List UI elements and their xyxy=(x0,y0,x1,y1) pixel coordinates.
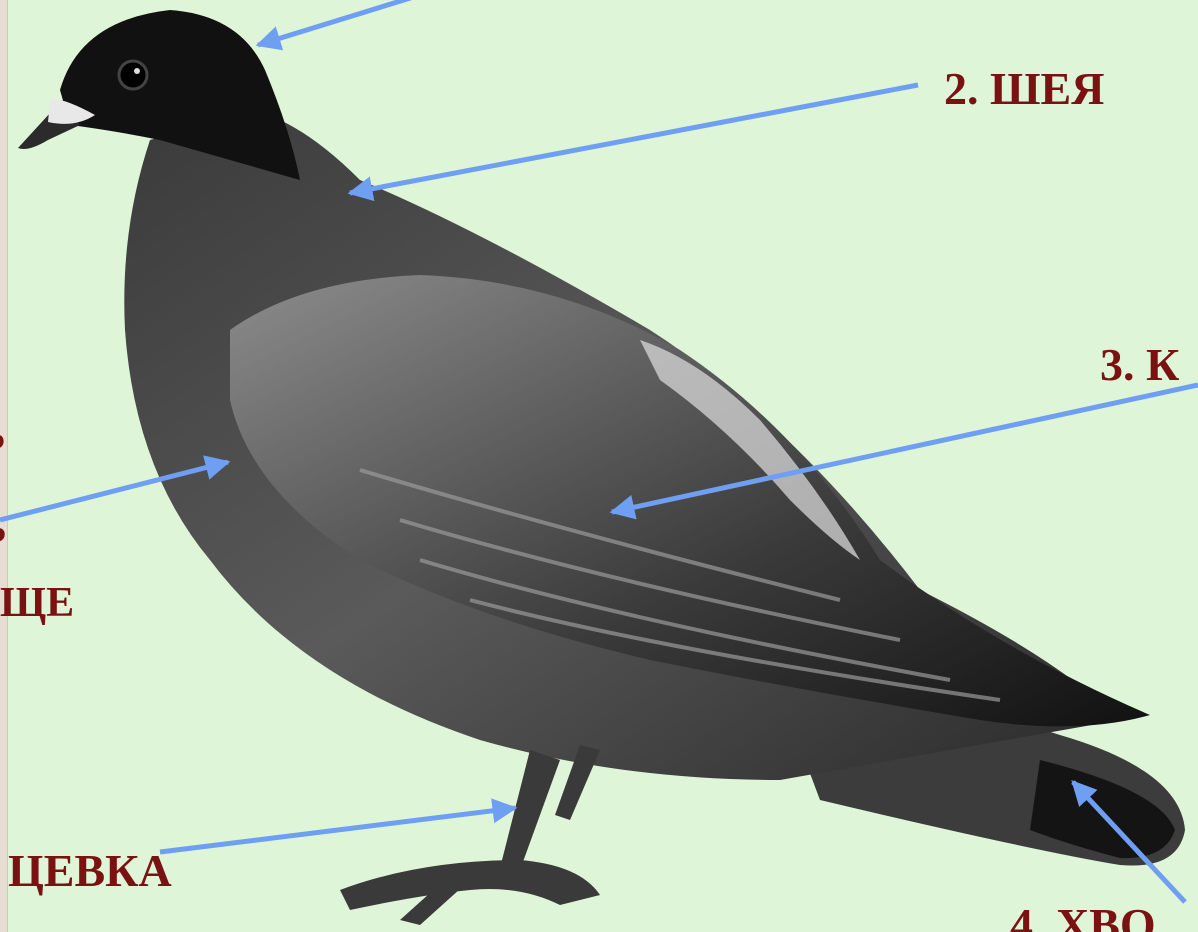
label-tail: 4. ХВО xyxy=(1010,902,1156,932)
label-partial-top: ? xyxy=(0,428,6,468)
label-partial-mid: ? xyxy=(0,522,7,560)
arrow-neck xyxy=(350,85,918,193)
label-body: ЩЕ xyxy=(0,582,74,624)
label-neck: 2. ШЕЯ xyxy=(944,66,1104,112)
label-wing: 3. К xyxy=(1100,342,1179,388)
arrow-tarsus xyxy=(160,808,515,852)
pigeon-legs xyxy=(340,745,600,925)
label-tarsus: ЦЕВКА xyxy=(8,848,172,894)
arrow-head xyxy=(258,0,420,45)
pigeon-eye xyxy=(119,61,147,89)
